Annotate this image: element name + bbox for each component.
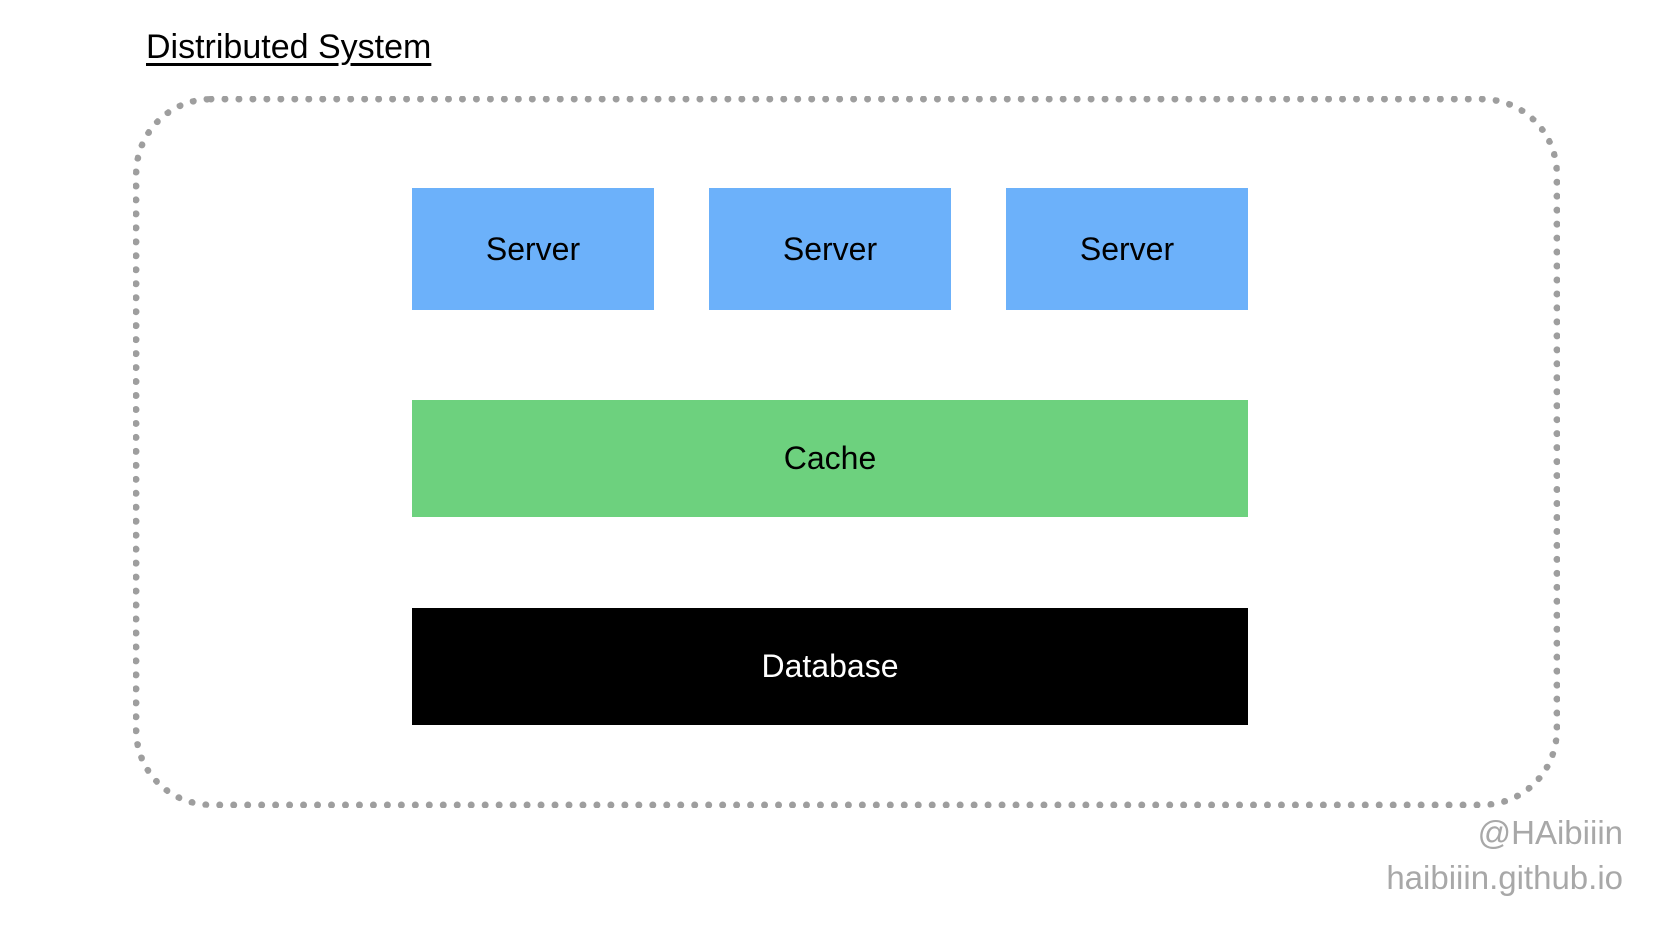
watermark-handle: @HAibiiin bbox=[1477, 814, 1623, 851]
server-node-1-label: Server bbox=[485, 230, 581, 267]
database-node-label: Database bbox=[761, 648, 899, 684]
watermark-site: haibiiin.github.io bbox=[1386, 859, 1623, 896]
server-node-2-label: Server bbox=[782, 230, 878, 267]
server-node-3[interactable]: Server bbox=[1006, 188, 1248, 310]
server-layer: Server Server Server bbox=[412, 188, 1248, 310]
database-node[interactable]: Database bbox=[412, 608, 1248, 725]
server-node-1[interactable]: Server bbox=[412, 188, 654, 310]
cache-node[interactable]: Cache bbox=[412, 400, 1248, 517]
cache-node-label: Cache bbox=[783, 440, 877, 476]
server-node-3-label: Server bbox=[1079, 230, 1175, 267]
server-node-2[interactable]: Server bbox=[709, 188, 951, 310]
page-title: Distributed System bbox=[146, 28, 432, 66]
watermark: @HAibiiin haibiiin.github.io bbox=[1386, 810, 1623, 900]
system-boundary bbox=[133, 96, 1560, 808]
